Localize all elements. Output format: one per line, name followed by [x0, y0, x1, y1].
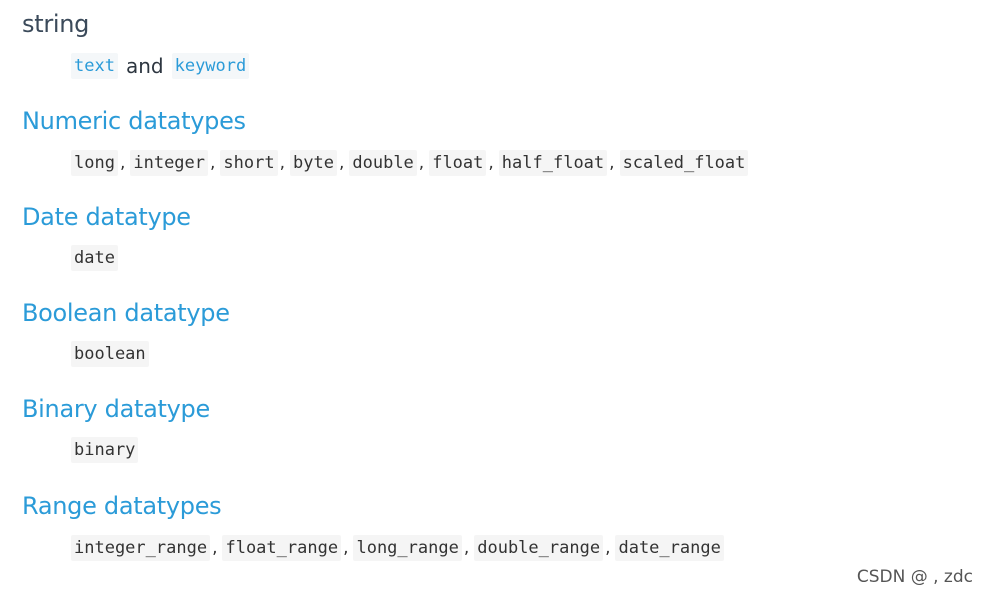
type-code: date — [71, 245, 118, 271]
heading-string: string — [22, 10, 90, 38]
heading-range-datatypes[interactable]: Range datatypes — [22, 492, 222, 520]
boolean-types-line: boolean — [71, 341, 149, 367]
type-code: double_range — [474, 535, 604, 561]
binary-types-line: binary — [71, 437, 139, 463]
separator: , — [605, 538, 611, 558]
separator: , — [119, 153, 126, 173]
keyword-type-link[interactable]: keyword — [171, 53, 250, 79]
type-code: float_range — [222, 535, 342, 561]
numeric-types-line: long, integer, short, byte, double, floa… — [71, 149, 749, 177]
separator: , — [609, 153, 615, 173]
heading-date-datatype[interactable]: Date datatype — [22, 203, 191, 231]
type-code: date_range — [615, 535, 724, 561]
type-code: byte — [290, 150, 337, 176]
type-code: integer — [130, 150, 209, 176]
heading-numeric-datatypes[interactable]: Numeric datatypes — [22, 107, 246, 135]
separator: , — [210, 153, 216, 173]
csdn-watermark: CSDN @ , zdc — [856, 567, 973, 587]
separator: , — [418, 153, 425, 173]
separator: , — [488, 153, 494, 173]
heading-binary-datatype[interactable]: Binary datatype — [22, 395, 210, 423]
type-code: float — [429, 150, 487, 176]
string-types-line: text and keyword — [71, 52, 250, 80]
range-types-line: integer_range, float_range, long_range, … — [71, 534, 724, 562]
separator: , — [212, 538, 218, 558]
type-code: double — [349, 150, 417, 176]
text-type-link[interactable]: text — [71, 53, 118, 79]
separator: , — [343, 538, 349, 558]
separator: , — [463, 538, 470, 558]
type-code: scaled_float — [619, 150, 749, 176]
type-code: boolean — [71, 341, 149, 367]
and-text: and — [125, 54, 164, 78]
type-code: binary — [71, 437, 139, 463]
separator: , — [338, 153, 345, 173]
separator: , — [279, 153, 286, 173]
date-types-line: date — [71, 245, 118, 271]
type-code: long_range — [353, 535, 462, 561]
heading-boolean-datatype[interactable]: Boolean datatype — [22, 299, 230, 327]
type-code: long — [71, 150, 118, 176]
type-code: short — [220, 150, 278, 176]
type-code: integer_range — [71, 535, 211, 561]
type-code: half_float — [498, 150, 608, 176]
